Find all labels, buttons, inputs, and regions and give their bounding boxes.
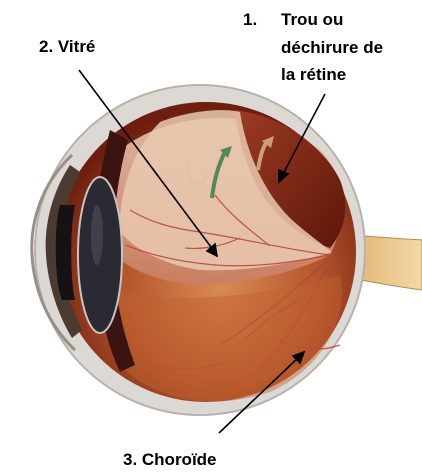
choroid-label: 3. Choroïde <box>123 449 217 471</box>
retina-tear-number: 1. <box>243 9 257 31</box>
retina-tear-label-line1: Trou ou <box>281 9 343 31</box>
retina-tear-label-line3: la rétine <box>281 64 346 86</box>
vitreous-label: 2. Vitré <box>39 36 95 58</box>
lens-highlight <box>91 205 103 265</box>
retina-tear-label-line2: déchirure de <box>281 37 383 59</box>
